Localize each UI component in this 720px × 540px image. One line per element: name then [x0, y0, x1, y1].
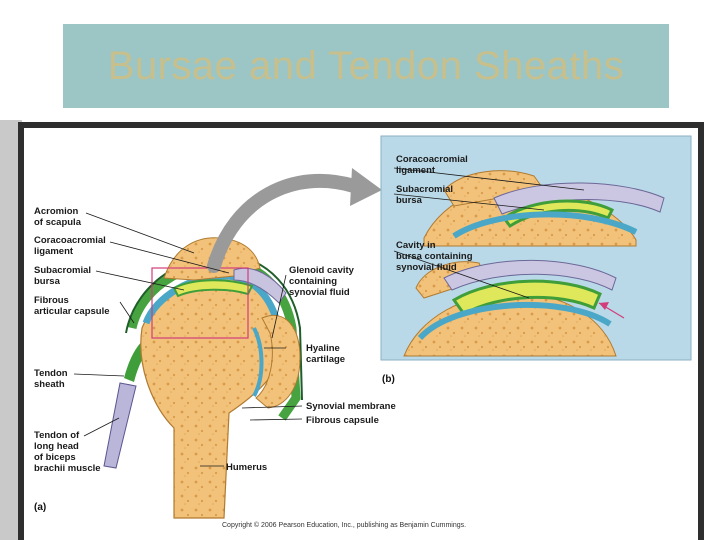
label-bursa-cavity: Cavity in bursa containing synovial flui… [396, 240, 473, 273]
anatomy-illustration [73, 135, 692, 519]
label-humerus: Humerus [226, 462, 268, 473]
label-acromion: Acromion of scapula [34, 206, 81, 228]
zoom-arrow [207, 173, 361, 273]
label-fibrous-capsule: Fibrous capsule [306, 415, 379, 426]
label-glenoid-cavity: Glenoid cavity containing synovial fluid [289, 265, 354, 298]
label-subacromial-bursa-b: Subacromial bursa [396, 184, 454, 206]
label-hyaline-cartilage: Hyaline cartilage [306, 343, 346, 365]
label-coracoacromial-ligament-b: Coracoacromial ligament [396, 154, 468, 176]
label-subacromial-bursa-a: Subacromial bursa [34, 265, 92, 287]
slide-title: Bursae and Tendon Sheaths [107, 43, 625, 88]
panel-b-drawing [380, 135, 692, 361]
label-biceps-tendon: Tendon of long head of biceps brachii mu… [34, 430, 101, 474]
label-synovial-membrane: Synovial membrane [306, 401, 396, 412]
leader-lines [73, 167, 585, 467]
label-tendon-sheath: Tendon sheath [34, 368, 68, 390]
shoulder-joint-figure: Acromion of scapula Coracoacromial ligam… [24, 128, 698, 540]
copyright-notice: Copyright © 2006 Pearson Education, Inc.… [222, 522, 467, 529]
panel-a-tag: (a) [34, 502, 47, 513]
title-box: Bursae and Tendon Sheaths [63, 24, 669, 108]
left-decorative-bar [0, 120, 22, 540]
panel-b-tag: (b) [382, 374, 395, 385]
panel-a-drawing [103, 237, 303, 519]
label-coracoacromial-ligament-a: Coracoacromial ligament [34, 235, 106, 257]
label-fibrous-articular-capsule: Fibrous articular capsule [34, 295, 110, 317]
